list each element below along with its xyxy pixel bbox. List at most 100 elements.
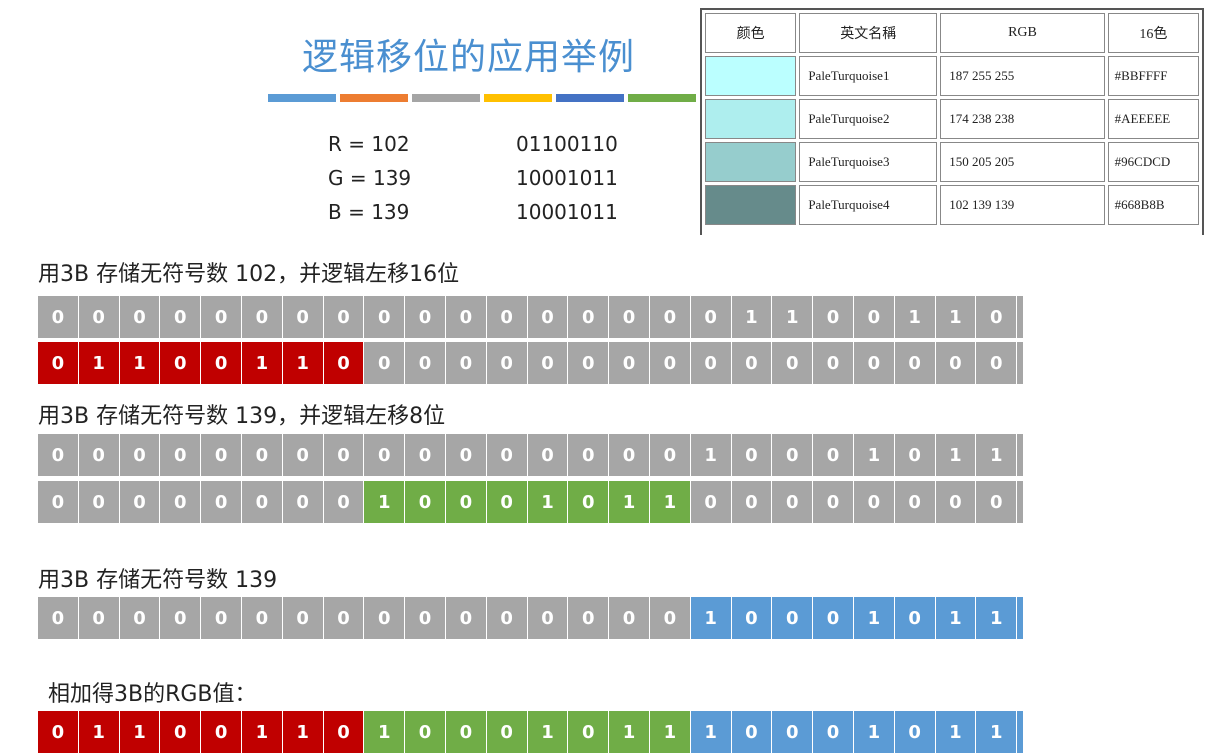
bit-cell: 0: [527, 597, 569, 639]
color-hex: #668B8B: [1107, 185, 1199, 225]
rgb-binary: 10001011: [516, 166, 618, 190]
bit-cell: 0: [731, 711, 773, 753]
bit-cell: 0: [78, 597, 120, 639]
bit-cell: 0: [486, 597, 528, 639]
bit-cell: 0: [160, 597, 202, 639]
bit-cell: 1: [364, 711, 406, 753]
bit-cell: 1: [935, 296, 977, 338]
bit-cell: 0: [690, 296, 732, 338]
bit-cell: 0: [772, 481, 814, 523]
bit-cell: 0: [935, 481, 977, 523]
bit-cell: 1: [609, 481, 650, 523]
bit-cell: 1: [690, 711, 732, 753]
bit-cell: 1: [976, 597, 1018, 639]
bit-cell: 1: [527, 481, 569, 523]
bit-cell: 0: [649, 296, 691, 338]
bit-cell: 0: [364, 342, 406, 384]
color-name: PaleTurquoise1: [799, 56, 938, 96]
bit-cell: 1: [772, 296, 814, 338]
bit-cell: 0: [119, 296, 161, 338]
bit-cell: 0: [323, 296, 365, 338]
rgb-binary: 10001011: [516, 200, 618, 224]
bit-cell: 0: [486, 711, 528, 753]
color-rgb: 174 238 238: [940, 99, 1105, 139]
bit-cell: 0: [894, 434, 936, 476]
bit-cell: 1: [649, 481, 691, 523]
color-swatch: [705, 185, 797, 225]
bit-cell: 0: [527, 296, 569, 338]
bit-row-end: [1017, 296, 1024, 338]
bit-cell: 1: [119, 342, 161, 384]
bit-cell: 0: [405, 481, 446, 523]
bit-cell: 0: [853, 296, 895, 338]
color-table: 颜色 英文名稱 RGB 16色 PaleTurquoise1 187 255 2…: [700, 8, 1204, 235]
bit-cell: 0: [976, 342, 1018, 384]
bit-cell: 1: [241, 342, 283, 384]
bit-row-end: [1017, 481, 1024, 523]
bit-cell: 0: [568, 342, 610, 384]
table-row: PaleTurquoise2 174 238 238 #AEEEEE: [705, 99, 1199, 139]
bit-cell: 0: [119, 597, 161, 639]
table-header: 颜色: [705, 13, 797, 53]
bit-cell: 1: [364, 481, 406, 523]
bit-cell: 0: [772, 711, 814, 753]
bit-cell: 0: [119, 481, 161, 523]
strip-segment: [268, 94, 336, 102]
bit-cell: 0: [568, 597, 610, 639]
bit-cell: 0: [405, 597, 446, 639]
color-hex: #AEEEEE: [1107, 99, 1199, 139]
bit-cell: 0: [445, 597, 487, 639]
bit-cell: 0: [364, 434, 406, 476]
strip-segment: [340, 94, 408, 102]
bit-cell: 1: [609, 711, 650, 753]
bit-cell: 0: [160, 711, 202, 753]
bit-cell: 1: [853, 597, 895, 639]
bit-cell: 1: [976, 434, 1018, 476]
bit-cell: 0: [323, 434, 365, 476]
bit-cell: 1: [731, 296, 773, 338]
color-hex: #96CDCD: [1107, 142, 1199, 182]
bit-cell: 0: [445, 711, 487, 753]
slide-title: 逻辑移位的应用举例: [302, 37, 636, 78]
bit-cell: 0: [853, 481, 895, 523]
bit-cell: 1: [853, 711, 895, 753]
bit-cell: 0: [201, 342, 242, 384]
table-header: RGB: [940, 13, 1105, 53]
bit-cell: 1: [935, 434, 977, 476]
bit-cell: 1: [119, 711, 161, 753]
bit-cell: 0: [201, 481, 242, 523]
bit-cell: 0: [772, 597, 814, 639]
bit-cell: 0: [282, 296, 324, 338]
bit-cell: 0: [160, 434, 202, 476]
bit-row-end: [1017, 434, 1024, 476]
heading-shift16: 用3B 存储无符号数 102，并逻辑左移16位: [38, 262, 460, 287]
bit-cell: 0: [486, 342, 528, 384]
bit-cell: 0: [241, 597, 283, 639]
heading-sum: 相加得3B的RGB值：: [48, 682, 257, 707]
bit-cell: 1: [282, 342, 324, 384]
bit-cell: 0: [323, 481, 365, 523]
bit-cell: 1: [649, 711, 691, 753]
bit-cell: 0: [364, 597, 406, 639]
table-row: PaleTurquoise3 150 205 205 #96CDCD: [705, 142, 1199, 182]
bit-cell: 0: [690, 481, 732, 523]
bit-cell: 0: [568, 711, 610, 753]
bit-cell: 0: [813, 481, 854, 523]
bit-cell: 0: [772, 434, 814, 476]
rgb-label: G = 139: [328, 166, 412, 190]
bit-cell: 1: [935, 711, 977, 753]
bit-cell: 0: [405, 711, 446, 753]
bit-cell: 0: [976, 481, 1018, 523]
bit-cell: 0: [38, 711, 79, 753]
bit-cell: 0: [731, 481, 773, 523]
rgb-label: R = 102: [328, 132, 410, 156]
table-header: 16色: [1107, 13, 1199, 53]
decorative-color-strip: [268, 94, 696, 102]
bit-row-end: [1017, 342, 1024, 384]
bit-cell: 1: [78, 342, 120, 384]
bit-cell: 0: [894, 597, 936, 639]
bit-cell: 0: [690, 342, 732, 384]
bit-cell: 0: [486, 296, 528, 338]
